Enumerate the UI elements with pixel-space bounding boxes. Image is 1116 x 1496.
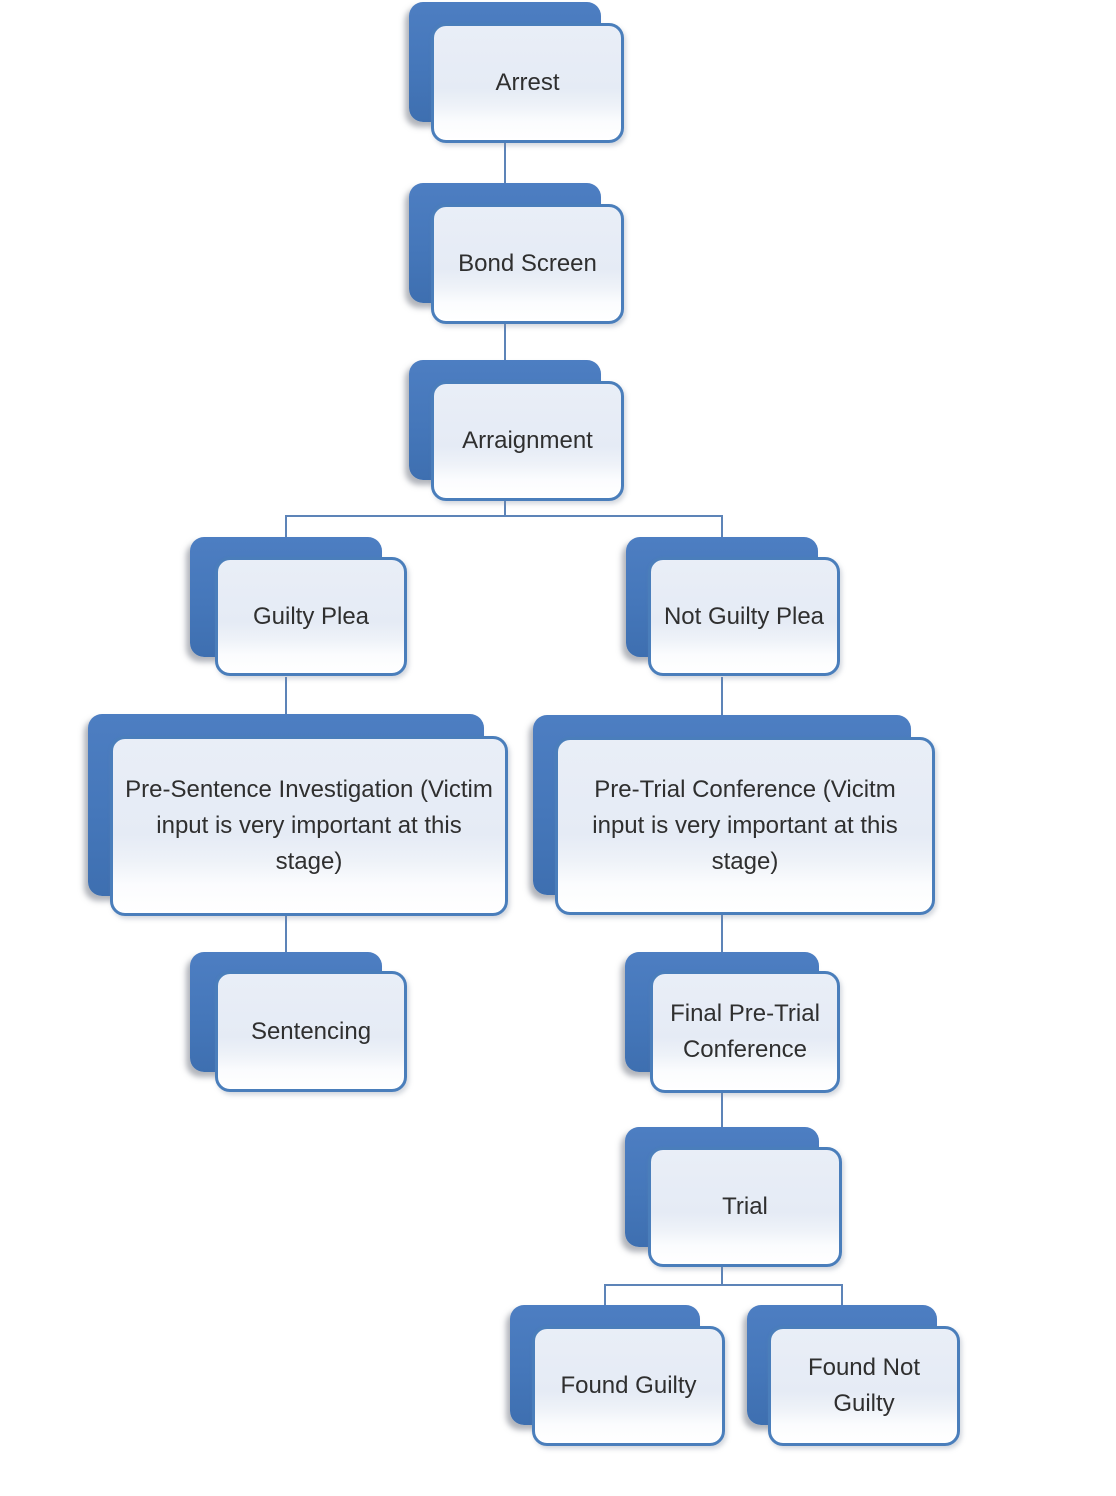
node-pre-sentence-box: Pre-Sentence Investigation (Victim input… — [110, 736, 508, 916]
node-trial-box: Trial — [648, 1147, 842, 1267]
node-not-guilty-plea-box: Not Guilty Plea — [648, 557, 840, 676]
edge-arraignment-branch-bar — [285, 515, 723, 517]
node-label-not-guilty-plea: Not Guilty Plea — [663, 602, 825, 630]
node-found-not-guilty-box: Found Not Guilty — [768, 1326, 960, 1446]
node-guilty-plea-box: Guilty Plea — [215, 557, 407, 676]
edge-pre-sentence-to-sentencing — [285, 916, 287, 952]
node-label-pre-trial: Pre-Trial Conference (Vicitm input is ve… — [592, 776, 898, 875]
edge-guilty-plea-to-pre-sentence — [285, 677, 287, 714]
node-final-pre-trial-box: Final Pre-Trial Conference — [650, 971, 840, 1093]
node-label-found-not-guilty: Found Not Guilty — [807, 1354, 921, 1417]
edge-trial-stem — [721, 1267, 723, 1284]
node-label-found-guilty: Found Guilty — [560, 1372, 697, 1399]
edge-pre-trial-to-final-pre-trial — [721, 915, 723, 952]
node-bond-screen-box: Bond Screen — [431, 204, 624, 324]
edge-bond-screen-to-arraignment — [504, 324, 506, 360]
edge-branch-to-found-not-guilty — [841, 1284, 843, 1305]
node-label-sentencing: Sentencing — [250, 1017, 372, 1045]
node-label-final-pre-trial: Final Pre-Trial Conference — [670, 1000, 820, 1063]
edge-trial-branch-bar — [604, 1284, 843, 1286]
edge-branch-to-guilty-plea — [285, 515, 287, 537]
node-label-trial: Trial — [722, 1193, 768, 1220]
node-label-arraignment: Arraignment — [462, 427, 593, 454]
node-label-pre-sentence: Pre-Sentence Investigation (Victim input… — [125, 776, 493, 875]
node-label-arrest: Arrest — [495, 69, 560, 96]
edge-branch-to-found-guilty — [604, 1284, 606, 1305]
edge-arraignment-stem — [504, 501, 506, 516]
node-pre-trial-box: Pre-Trial Conference (Vicitm input is ve… — [555, 737, 935, 915]
edge-branch-to-not-guilty-plea — [721, 515, 723, 537]
edge-not-guilty-plea-to-pre-trial — [721, 677, 723, 715]
node-label-bond-screen: Bond Screen — [458, 250, 597, 277]
node-found-guilty-box: Found Guilty — [532, 1326, 725, 1446]
node-arrest-box: Arrest — [431, 23, 624, 143]
edge-arrest-to-bond-screen — [504, 143, 506, 183]
edge-final-pre-trial-to-trial — [721, 1093, 723, 1127]
node-label-guilty-plea: Guilty Plea — [252, 602, 370, 630]
node-arraignment-box: Arraignment — [431, 381, 624, 501]
node-sentencing-box: Sentencing — [215, 971, 407, 1092]
